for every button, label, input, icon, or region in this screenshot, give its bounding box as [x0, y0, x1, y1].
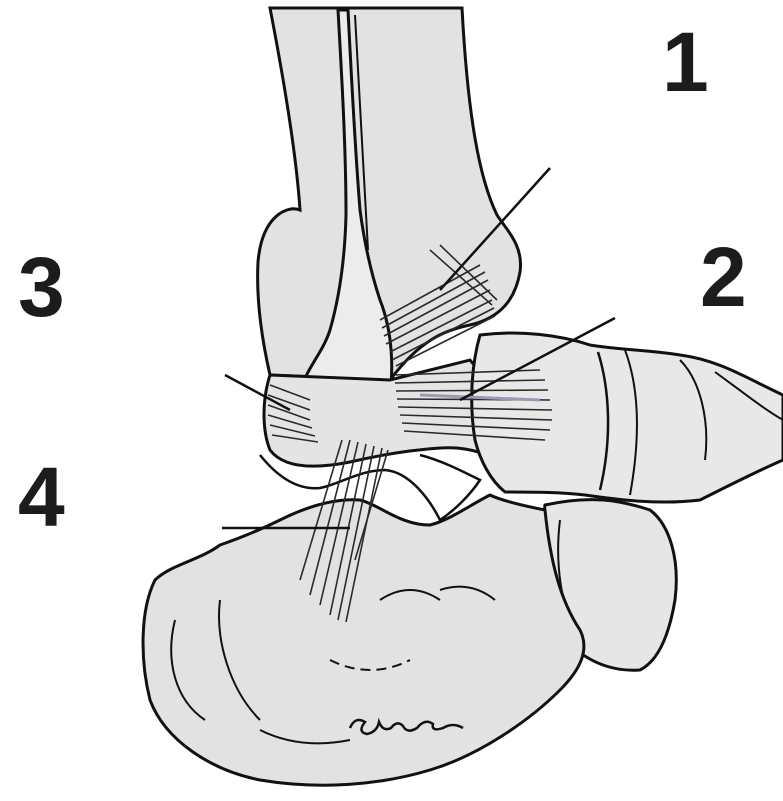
- label-1: 1: [662, 20, 709, 104]
- label-3: 3: [18, 245, 65, 329]
- label-2: 2: [700, 235, 747, 319]
- label-4: 4: [18, 455, 65, 539]
